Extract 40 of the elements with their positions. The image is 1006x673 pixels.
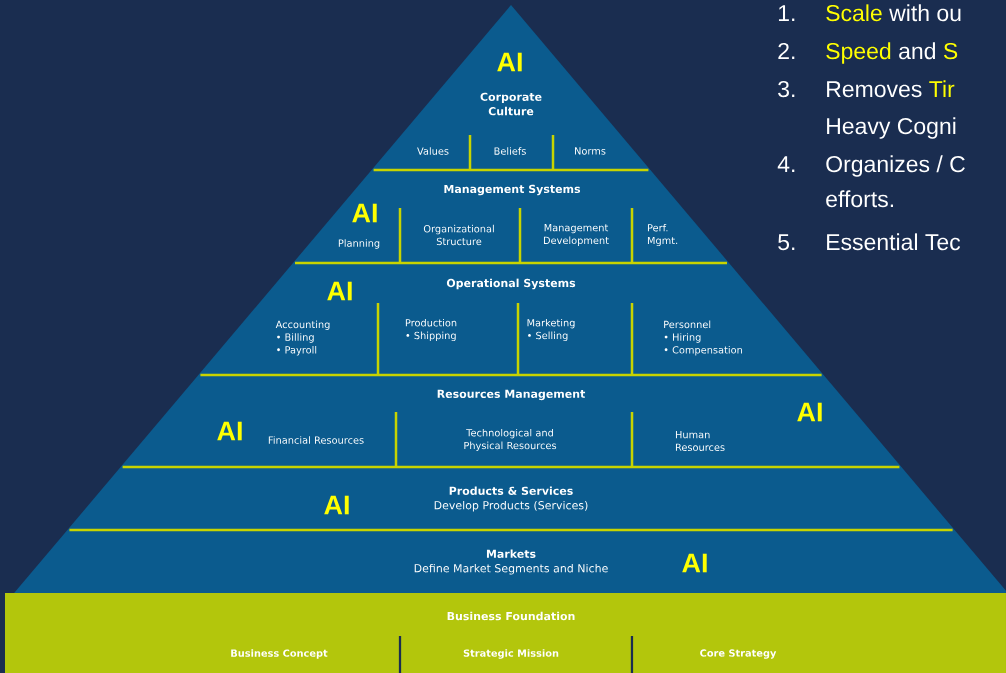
list-text: with ou	[889, 4, 961, 22]
category-label: Management Development	[544, 224, 609, 246]
ai-label: AI	[217, 421, 242, 441]
category-label: Perf. Mgmt.	[647, 223, 678, 247]
category-label: Business Concept	[231, 649, 328, 659]
category-label: Beliefs	[494, 147, 526, 155]
category-label: Norms	[575, 147, 606, 155]
list-text: Removes	[827, 81, 922, 98]
category-label: Organizational Structure	[423, 224, 494, 246]
category-label: Marketing • Selling	[527, 318, 575, 342]
ai-label: AI	[497, 52, 522, 72]
ai-label: AI	[797, 402, 822, 422]
list-text: efforts.	[826, 190, 893, 208]
list-number: 1.	[778, 5, 795, 21]
ai-label: AI	[324, 495, 349, 515]
category-label: Production • Shipping	[405, 318, 457, 342]
list-text: and	[899, 42, 935, 60]
category-label: Strategic Mission	[463, 649, 559, 659]
list-text: Essential Tec	[827, 233, 961, 251]
list-number: 5.	[778, 234, 795, 251]
list-text: S	[943, 42, 958, 60]
category-label: Values	[417, 147, 449, 155]
category-label: Financial Resources	[268, 436, 364, 444]
ai-label: AI	[682, 553, 707, 573]
ai-label: AI	[352, 203, 377, 223]
list-text: Speed	[826, 42, 891, 64]
list-text: Scale	[826, 4, 882, 22]
list-text: Heavy Cogni	[827, 117, 956, 139]
category-label: Human Resources	[675, 431, 725, 451]
list-number: 3.	[778, 80, 795, 98]
ai-label: AI	[327, 281, 352, 301]
list-number: 2.	[778, 42, 795, 59]
category-label: Core Strategy	[700, 649, 777, 659]
category-label: Accounting • Billing • Payroll	[275, 320, 330, 356]
list-text: Organizes / C	[826, 155, 965, 177]
list-text: Tir	[929, 80, 955, 97]
list-number: 4.	[777, 156, 795, 172]
category-label: Technological and Physical Resources	[464, 428, 557, 452]
category-label: Planning	[338, 239, 380, 249]
category-label: Personnel • Hiring • Compensation	[664, 320, 742, 356]
